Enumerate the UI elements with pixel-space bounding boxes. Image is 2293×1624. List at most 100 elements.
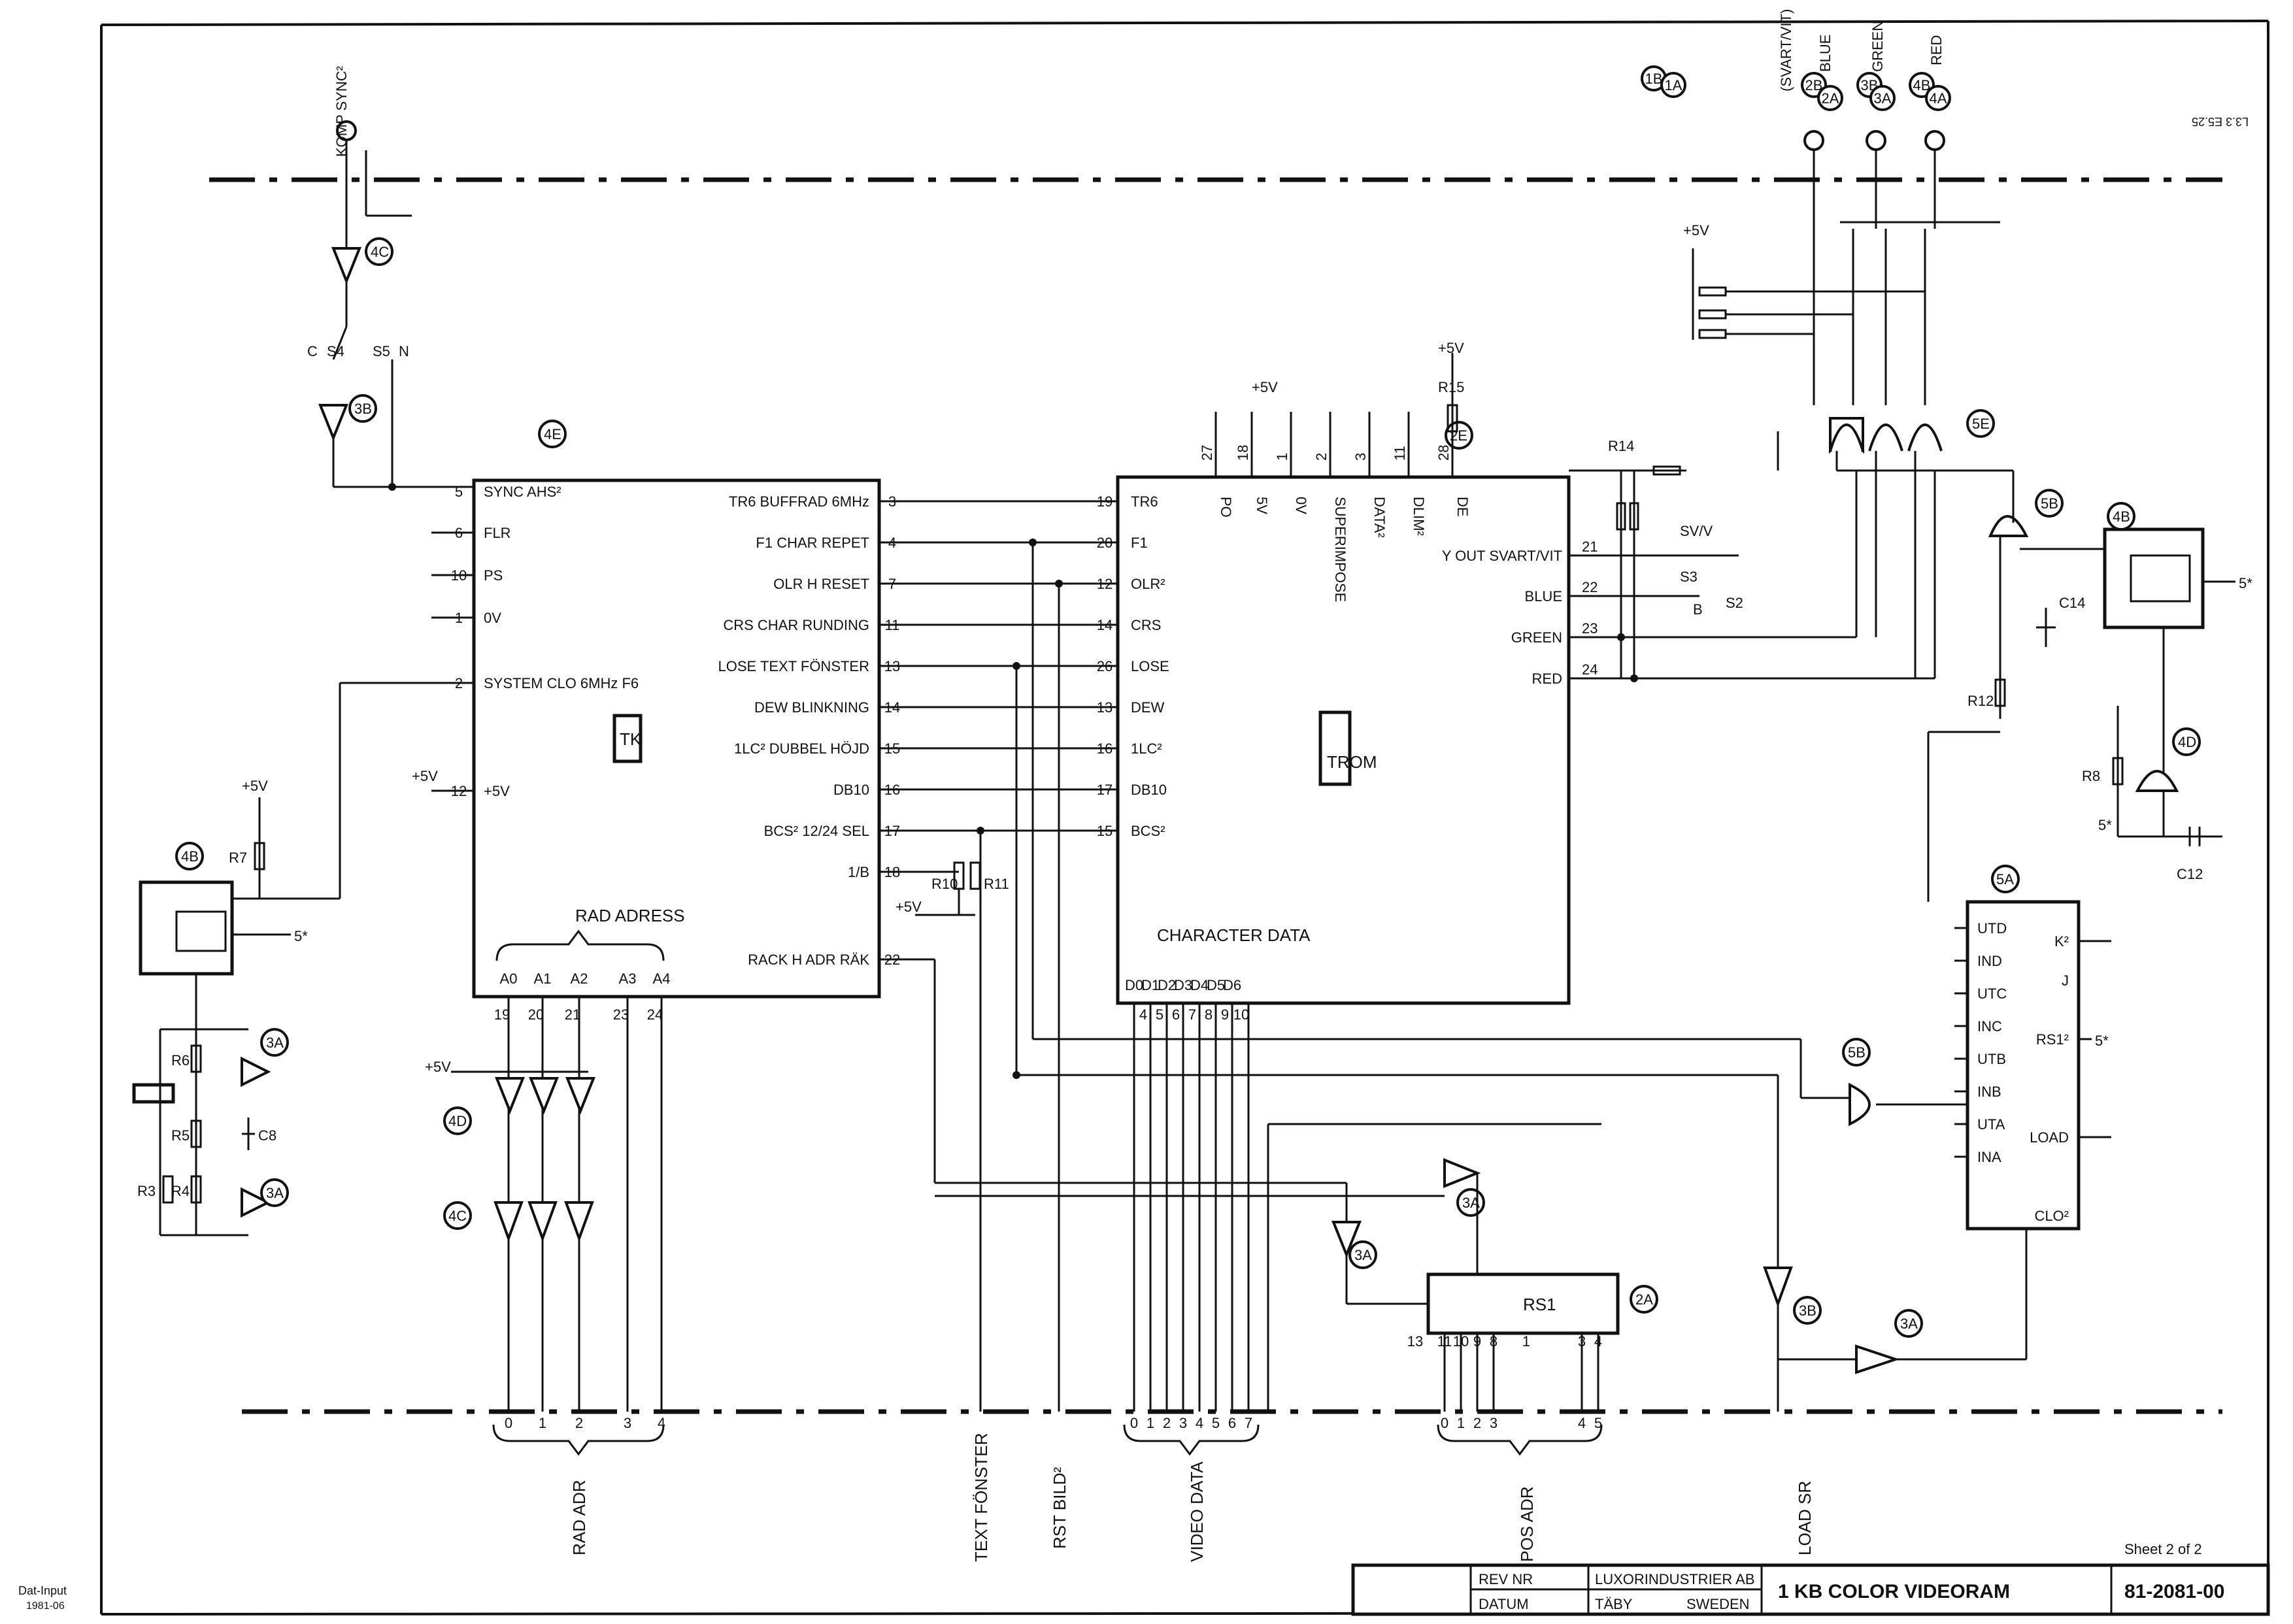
trom-top-pin-num: 27 — [1199, 445, 1215, 461]
rad-bit: 0 — [505, 1415, 512, 1431]
gate-4c-ref: 4C — [448, 1208, 467, 1224]
video-data-label: VIDEO DATA — [1187, 1461, 1207, 1562]
ff-4b-ref: 4B — [181, 848, 199, 865]
r15-label: R15 — [1438, 379, 1464, 395]
counter-left-pin-name: UTC — [1977, 986, 2007, 1002]
video-bit: 5 — [1212, 1415, 1220, 1431]
gate-4c-top-ref: 4C — [371, 244, 389, 260]
company-name: LUXORINDUSTRIER AB — [1595, 1571, 1755, 1587]
pos-bit: 5 — [1594, 1415, 1602, 1431]
crtc-right-pin-name: BCS² 12/24 SEL — [764, 823, 869, 839]
trom-top-pin-name: SUPERIMPOSE — [1332, 497, 1348, 602]
gate-3b-low-ref: 3B — [1799, 1302, 1816, 1319]
c12-label: C12 — [2177, 866, 2203, 882]
crtc-bottom-pin-num: 19 — [494, 1006, 510, 1023]
connector-ref: 2A — [1822, 90, 1839, 107]
five-star-right: 5* — [2239, 575, 2252, 591]
connector-ref-circle — [1660, 72, 1686, 98]
plus5v-crtc: +5V — [412, 768, 438, 784]
trom-bottom-pin-num: 9 — [1221, 1006, 1229, 1023]
trom-right-pin-num: 22 — [1582, 579, 1598, 595]
trom-bottom-pin-name: D1 — [1141, 977, 1160, 993]
company-country: SWEDEN — [1686, 1596, 1750, 1612]
trom-left-pin-name: CRS — [1131, 617, 1161, 633]
counter-left-pin-name: UTD — [1977, 920, 2007, 936]
crtc-bottom-pin-name: A0 — [500, 970, 518, 987]
crtc-bottom-pin-num: 23 — [613, 1006, 629, 1023]
load-sr-label: LOAD SR — [1795, 1481, 1815, 1555]
r7-label: R7 — [229, 850, 247, 866]
margin-stamp: Dat-Input 1981-06 L3.3 E5.25 — [18, 115, 2249, 1612]
trom-bottom-pin-num: 10 — [1233, 1006, 1249, 1023]
rad-adr-label: RAD ADR — [569, 1480, 589, 1555]
plus5v-pullups: +5V — [1683, 222, 1709, 239]
trom-bottom-pin-name: D0 — [1125, 977, 1143, 993]
counter-right-pin-name: J — [2062, 972, 2069, 989]
crtc-left-wiring: +5V R7 +5V 4B 5* R6 R5 R4 R3 3A 3A C — [132, 531, 474, 1236]
trom-right-pin-name: RED — [1532, 671, 1562, 687]
date-label: DATUM — [1479, 1596, 1529, 1612]
gate-3a-low-ref: 3A — [1900, 1316, 1918, 1332]
trom-right-pin-name: GREEN — [1511, 629, 1562, 646]
drawing-title: 1 KB COLOR VIDEORAM — [1778, 1581, 2010, 1602]
trom-top-pin-name: PO — [1218, 497, 1234, 518]
trom-top-pin-num: 28 — [1435, 445, 1452, 461]
gate-3a-left-ref: 3A — [1354, 1247, 1372, 1263]
trom-bottom-pin-num: 6 — [1172, 1006, 1180, 1023]
crtc-bottom-label: RAD ADRESS — [575, 906, 685, 925]
trom-bottom-pin-name: D6 — [1223, 977, 1241, 993]
video-bit: 1 — [1146, 1415, 1154, 1431]
trom-bottom-pin-name: D4 — [1190, 977, 1209, 993]
video-bit: 0 — [1130, 1415, 1138, 1431]
connector-ref-circle — [1869, 85, 1896, 111]
crtc-left-pin-name: PS — [484, 567, 503, 584]
crtc-right-pin-name: DB10 — [833, 782, 869, 798]
rs1-pin-num: 1 — [1522, 1333, 1530, 1350]
title-block: REV NR DATUM LUXORINDUSTRIER AB TÄBY SWE… — [1351, 1541, 2270, 1616]
trom-right-pin-num: 21 — [1582, 539, 1598, 555]
trom-bottom-pin-num: 5 — [1156, 1006, 1163, 1023]
trom-left-pin-name: DB10 — [1131, 782, 1167, 798]
crtc-left-pin-name: +5V — [484, 783, 510, 799]
r10-label: R10 — [931, 876, 958, 892]
connector-ref: 1B — [1645, 71, 1663, 87]
rs1-ref: 2A — [1635, 1291, 1653, 1308]
r6-label: R6 — [171, 1052, 190, 1069]
counter-left-pin-name: UTA — [1977, 1116, 2005, 1133]
trom-bottom-pin-name: D2 — [1158, 977, 1176, 993]
rs1-pin-num: 13 — [1407, 1333, 1423, 1350]
connector-ref-circle — [1925, 85, 1951, 111]
crtc-right-pin-name: 1LC² DUBBEL HÖJD — [734, 740, 869, 757]
trom-left-pin-name: OLR² — [1131, 576, 1165, 592]
text-fonster-label: TEXT FÖNSTER — [971, 1433, 991, 1562]
crtc-type: TK — [620, 729, 642, 749]
gate-3a-osc1-ref: 3A — [266, 1035, 284, 1051]
crtc-right-pin-name: RACK H ADR RÄK — [748, 952, 869, 968]
trom-right-pin-num: 24 — [1582, 661, 1598, 678]
rad-adress-brace — [495, 929, 665, 961]
trom-top-pin-name: DATA² — [1371, 497, 1388, 538]
trom-bottom-pin-num: 4 — [1139, 1006, 1147, 1023]
rad-bit: 1 — [539, 1415, 546, 1431]
trom-bottom-pin-num: 8 — [1205, 1006, 1213, 1023]
crtc-bottom-pin-name: A3 — [619, 970, 637, 987]
trom-left-pin-name: DEW — [1131, 699, 1165, 716]
plus5v-trom: +5V — [1252, 379, 1278, 395]
plus5v-r15: +5V — [1438, 340, 1464, 356]
video-bit: 7 — [1245, 1415, 1252, 1431]
five-star-counter: 5* — [2095, 1033, 2109, 1049]
color-output-wiring: R14 SV/V S3 S2 B R15 +5V +5V — [1214, 340, 1936, 682]
